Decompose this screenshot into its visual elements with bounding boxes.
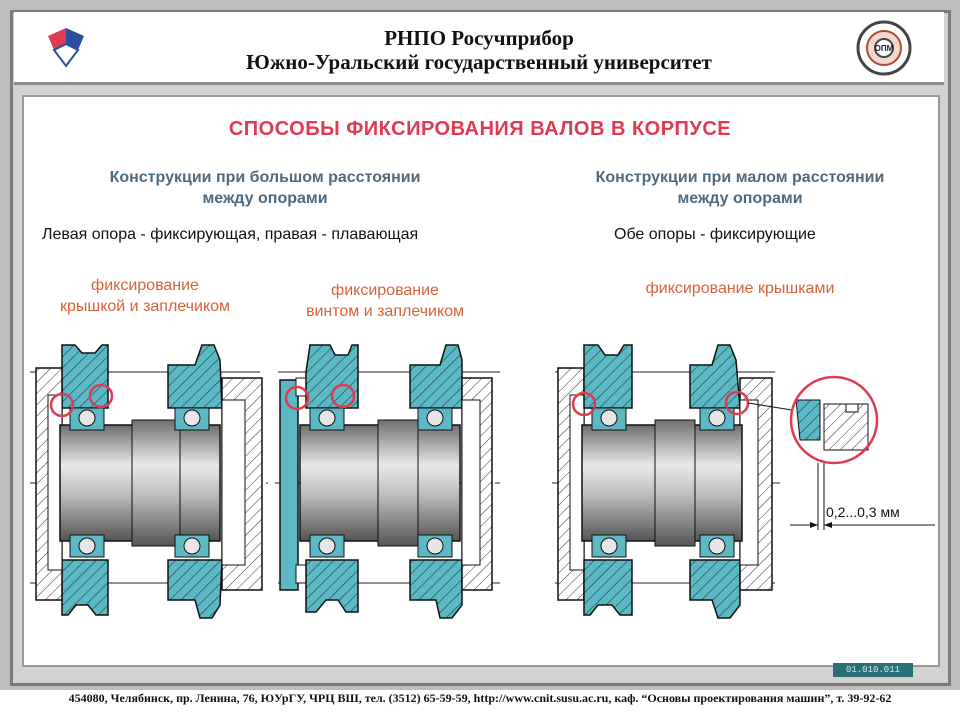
- assembly-cover-shoulder: [30, 344, 270, 619]
- gap-detail-zoom: [789, 375, 935, 530]
- gap-dimension-label: 0,2...0,3 мм: [826, 504, 900, 520]
- method-screw-shoulder: фиксирование винтом и заплечиком: [305, 282, 465, 320]
- fixing-point-marker: [571, 391, 597, 417]
- left-heading: Конструкции при большом расстоянии между…: [109, 169, 421, 207]
- fixing-point-marker: [88, 383, 114, 409]
- right-description: Обе опоры - фиксирующие: [614, 226, 816, 243]
- left-description: Левая опора - фиксирующая, правая - плав…: [42, 226, 419, 243]
- method-covers: фиксирование крышками: [645, 280, 835, 297]
- right-heading: Конструкции при малом расстоянии между о…: [595, 169, 885, 207]
- organization-name: РНПО Росучприбор: [384, 26, 574, 50]
- svg-text:ОПМ: ОПМ: [875, 44, 894, 53]
- page-title: СПОСОБЫ ФИКСИРОВАНИЯ ВАЛОВ В КОРПУСЕ: [228, 118, 732, 140]
- header-bar: РНПО Росучприбор Южно-Уральский государс…: [14, 12, 944, 85]
- university-name: Южно-Уральский государственный университ…: [246, 50, 712, 74]
- fixing-point-marker: [330, 383, 356, 409]
- footer-contacts: 454080, Челябинск, пр. Ленина, 76, ЮУрГУ…: [68, 691, 892, 705]
- assembly-screw-shoulder: [275, 344, 500, 619]
- department-emblem-icon: ОПМ: [856, 20, 912, 76]
- rosuchpribor-logo-icon: [48, 28, 84, 68]
- page-code: 01.010.011: [833, 663, 913, 677]
- assembly-covers: [552, 344, 935, 619]
- fixing-point-marker: [49, 392, 75, 418]
- method-cover-shoulder: фиксирование крышкой и заплечиком: [59, 277, 231, 315]
- fixing-point-marker: [284, 385, 310, 411]
